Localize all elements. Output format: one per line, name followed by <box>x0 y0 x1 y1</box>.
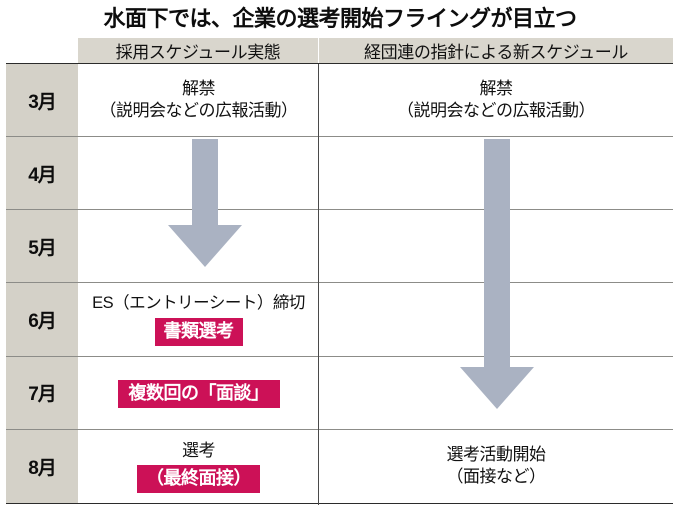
actual-schedule-cell <box>78 210 319 282</box>
new-schedule-cell: 解禁 （説明会などの広報活動） <box>319 64 673 136</box>
cell-line: ES（エントリーシート）締切 <box>92 294 305 313</box>
table-row: 8月 選考 （最終面接） 選考活動開始 （面接など） <box>6 429 673 503</box>
cell-line: （面接など） <box>446 467 547 487</box>
actual-schedule-cell <box>78 137 319 209</box>
actual-schedule-cell: 解禁 （説明会などの広報活動） <box>78 64 319 136</box>
actual-schedule-cell: 選考 （最終面接） <box>78 430 319 503</box>
schedule-grid: 3月 解禁 （説明会などの広報活動） 解禁 （説明会などの広報活動） 4月 5月 <box>6 63 673 505</box>
month-label-cell: 3月 <box>6 64 78 137</box>
month-label-cell: 6月 <box>6 283 78 356</box>
schedule-comparison-table: 採用スケジュール実態 経団連の指針による新スケジュール 3月 解禁 <box>6 38 673 505</box>
month-label-cell: 7月 <box>6 356 78 429</box>
month-label-cell: 8月 <box>6 429 78 503</box>
table-row: 3月 解禁 （説明会などの広報活動） 解禁 （説明会などの広報活動） <box>6 64 673 138</box>
table-row: 4月 <box>6 137 673 211</box>
cell-line: 解禁 <box>182 78 216 98</box>
status-badge: （最終面接） <box>137 465 260 493</box>
status-badge: 複数回の「面談」 <box>117 380 280 409</box>
cell-line: （説明会などの広報活動） <box>99 101 299 121</box>
column-header-actual-schedule: 採用スケジュール実態 <box>78 38 318 63</box>
cell-line: 選考活動開始 <box>446 444 547 464</box>
month-label-cell: 4月 <box>6 137 78 210</box>
new-schedule-cell <box>319 357 673 429</box>
actual-schedule-cell: 複数回の「面談」 <box>78 357 319 429</box>
cell-line: 解禁 <box>479 78 514 98</box>
table-row: 7月 複数回の「面談」 <box>6 356 673 430</box>
column-header-divider <box>318 38 319 63</box>
month-label-cell: 5月 <box>6 210 78 283</box>
column-header-row: 採用スケジュール実態 経団連の指針による新スケジュール <box>6 38 673 63</box>
table-row: 6月 ES（エントリーシート）締切 書類選考 <box>6 283 673 357</box>
cell-line: 選考 <box>182 440 216 460</box>
new-schedule-cell <box>319 283 673 355</box>
new-schedule-cell <box>319 210 673 282</box>
actual-schedule-cell: ES（エントリーシート）締切 書類選考 <box>78 283 319 355</box>
table-row: 5月 <box>6 210 673 284</box>
status-badge: 書類選考 <box>154 318 243 346</box>
title-bar: 水面下では、企業の選考開始フライングが目立つ <box>0 0 680 38</box>
page-title: 水面下では、企業の選考開始フライングが目立つ <box>103 6 577 31</box>
new-schedule-cell: 選考活動開始 （面接など） <box>319 430 673 503</box>
column-header-new-schedule: 経団連の指針による新スケジュール <box>319 38 673 63</box>
new-schedule-cell <box>319 137 673 209</box>
cell-line: （説明会などの広報活動） <box>397 101 596 121</box>
column-divider <box>318 64 319 505</box>
